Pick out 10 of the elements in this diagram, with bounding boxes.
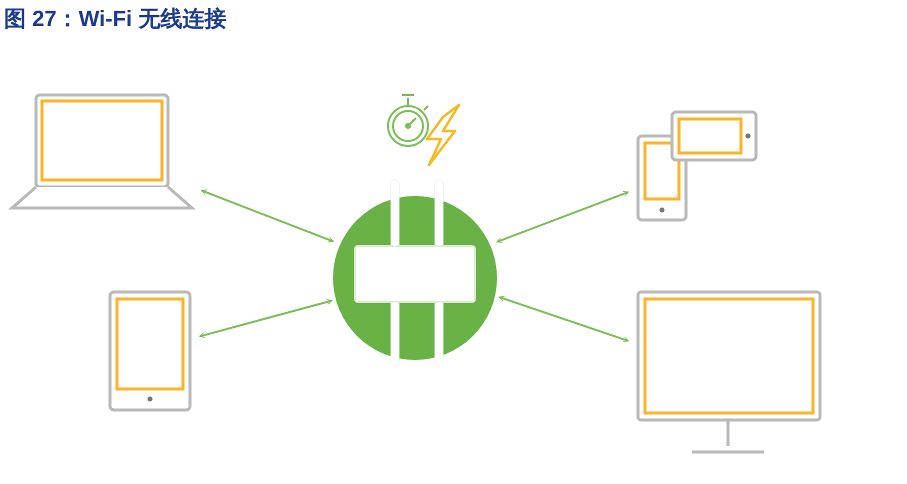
double-arrow xyxy=(199,299,332,338)
access-point-drawing xyxy=(333,178,497,368)
phone-drawing xyxy=(636,110,758,222)
double-arrow xyxy=(201,190,334,242)
tablet-drawing xyxy=(108,290,192,412)
monitor-drawing xyxy=(636,290,822,456)
double-arrow xyxy=(496,191,629,243)
laptop-drawing xyxy=(10,92,194,212)
figure-title: 图 27：Wi-Fi 无线连接 xyxy=(4,5,226,33)
double-arrow xyxy=(498,296,629,342)
